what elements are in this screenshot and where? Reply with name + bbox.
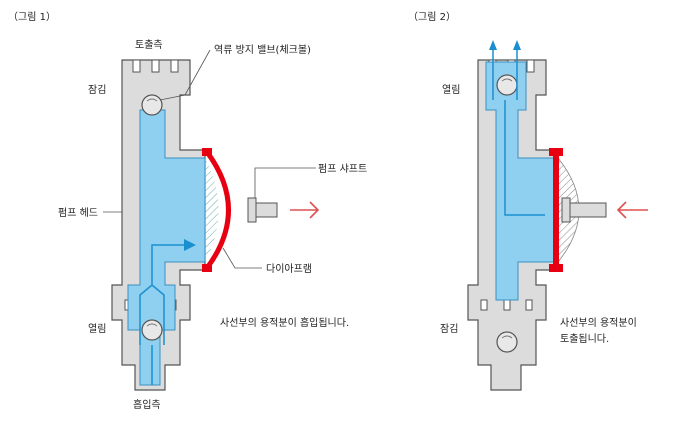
label-description-2a: 사선부의 용적분이 [560,317,637,329]
label-description-1: 사선부의 용적분이 흡입됩니다. [220,316,349,329]
fluid-chamber-2 [485,61,557,301]
pump-shaft-2 [567,202,607,218]
label-diaphragm: 다이아프램 [266,263,312,275]
shaft-motion-arrow-2 [616,201,648,219]
displaced-volume-1 [205,158,219,262]
label-open-1: 열림 [88,323,106,335]
label-discharge-side: 토출측 [135,39,163,51]
figure-1-caption: （그림 1） [8,11,56,23]
shaft-motion-arrow-1 [290,201,320,219]
fluid-chamber-1 [127,109,206,386]
check-ball-bottom-1 [141,319,163,341]
label-description-2b: 토출됩니다. [560,332,609,345]
label-pump-head: 펌프 헤드 [58,207,98,219]
diaphragm-2 [553,152,559,268]
flow-arrow-1 [139,245,190,385]
flow-arrow-2 [492,45,545,216]
label-closed-2: 잠김 [440,323,458,335]
figure-1: （그림 1） [8,11,367,411]
diaphragm-1 [204,150,231,270]
figure-2-caption: （그림 2） [408,11,456,23]
label-suction-side: 흡입측 [133,398,161,411]
label-closed-1: 잠김 [88,84,106,96]
check-ball-bottom-2 [496,331,518,353]
label-pump-shaft: 펌프 샤프트 [318,163,367,175]
label-check-valve: 역류 방지 밸브(체크볼) [214,44,311,56]
label-open-2: 열림 [442,84,460,96]
check-ball-top-1 [141,94,163,116]
figure-2: （그림 2） 열림 잠김 사선부의 용적분이 [408,11,648,391]
check-ball-top-2 [496,74,518,96]
pump-shaft-1 [254,202,278,218]
